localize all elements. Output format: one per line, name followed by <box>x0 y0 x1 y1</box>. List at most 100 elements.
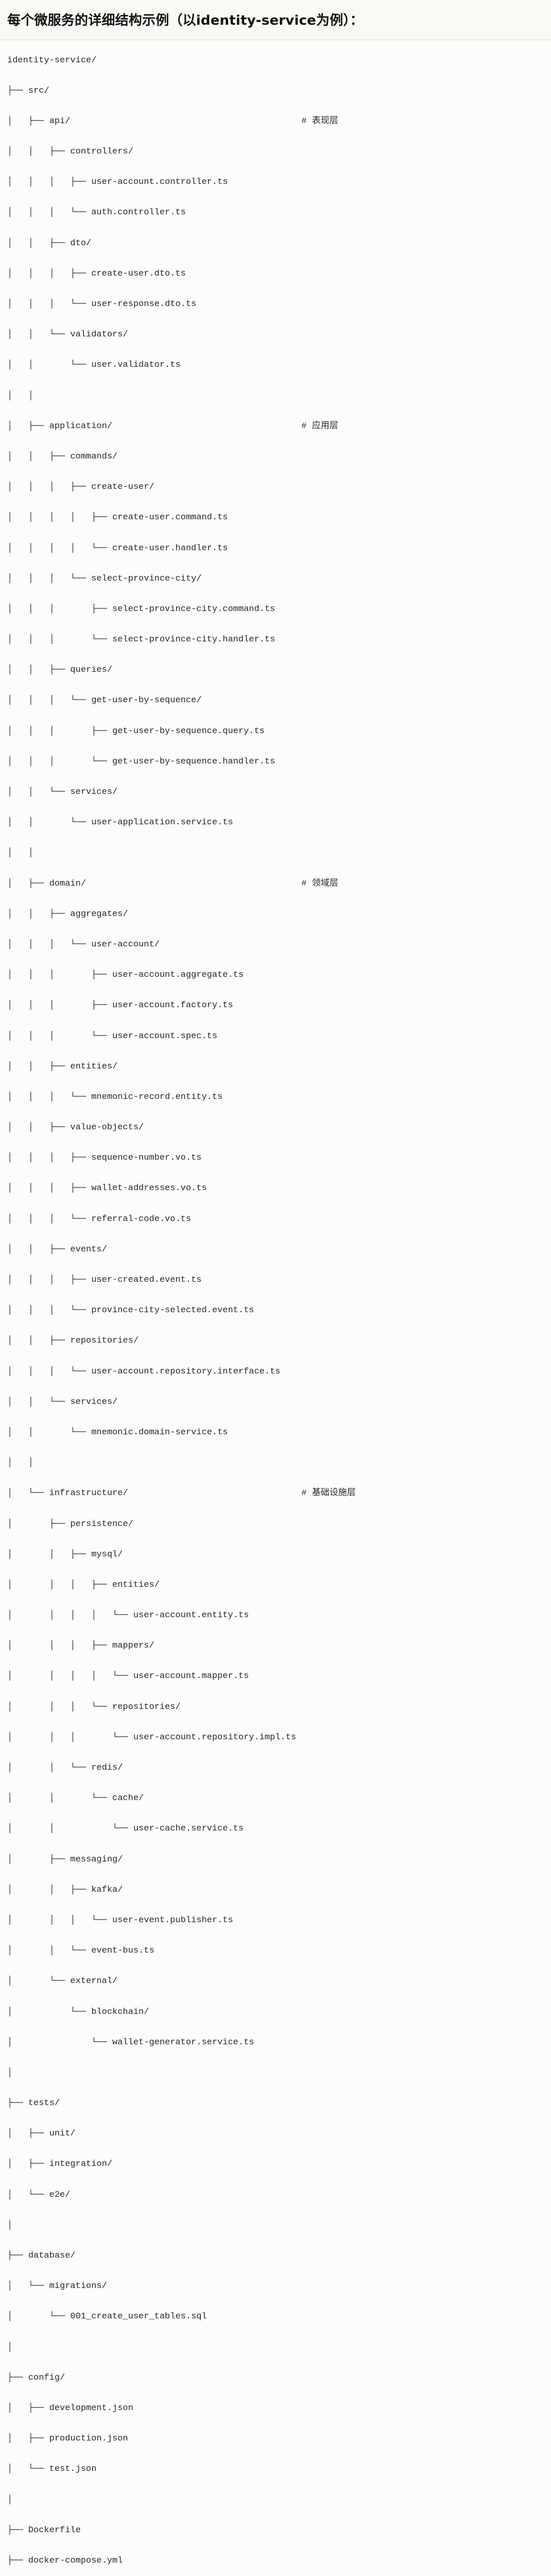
tree-line-path: │ ├── domain/ <box>7 879 86 889</box>
tree-line-path: │ │ │ ├── get-user-by-sequence.query.ts <box>7 726 265 736</box>
tree-line-path: │ │ └── services/ <box>7 1397 117 1407</box>
tree-line-path: │ │ │ ├── select-province-city.command.t… <box>7 604 275 614</box>
tree-line: │ │ └── services/ <box>7 1395 544 1410</box>
tree-line-path: │ │ │ ├── sequence-number.vo.ts <box>7 1153 201 1163</box>
tree-line: │ └── infrastructure/ # 基础设施层 <box>7 1486 544 1501</box>
tree-line: │ │ │ ├── user-account.controller.ts <box>7 175 544 190</box>
tree-line: │ │ │ └── user-event.publisher.ts <box>7 1913 544 1928</box>
tree-line: ├── tests/ <box>7 2096 544 2111</box>
tree-line-path: │ │ <box>7 1458 33 1468</box>
tree-line: │ │ └── redis/ <box>7 1761 544 1776</box>
tree-line: │ │ ├── mysql/ <box>7 1548 544 1563</box>
tree-line-path: │ │ ├── controllers/ <box>7 147 133 157</box>
tree-line-path: │ ├── api/ <box>7 116 70 126</box>
tree-line-path: ├── docker-compose.yml <box>7 2556 123 2566</box>
tree-line-path: │ │ └── cache/ <box>7 1793 144 1803</box>
tree-line-path: │ │ <box>7 848 33 858</box>
tree-line: │ ├── api/ # 表现层 <box>7 114 544 129</box>
tree-line-path: ├── src/ <box>7 86 49 96</box>
tree-line: │ └── wallet-generator.service.ts <box>7 2036 544 2050</box>
tree-line-path: │ │ │ └── repositories/ <box>7 1702 181 1712</box>
tree-line: │ │ ├── events/ <box>7 1243 544 1258</box>
tree-line: │ │ │ └── repositories/ <box>7 1700 544 1715</box>
tree-line-path: │ ├── application/ <box>7 421 112 431</box>
tree-line-comment: # 应用层 <box>112 421 338 431</box>
tree-line-path: ├── Dockerfile <box>7 2526 81 2535</box>
tree-line: identity-service/ <box>7 54 544 69</box>
tree-line: │ <box>7 2493 544 2508</box>
tree-line-path: │ │ │ │ ├── create-user.command.ts <box>7 513 228 522</box>
tree-line: │ │ ├── dto/ <box>7 236 544 251</box>
tree-line-path: │ │ │ ├── create-user/ <box>7 482 154 492</box>
tree-line-path: │ │ <box>7 391 33 401</box>
tree-line: │ └── 001_create_user_tables.sql <box>7 2310 544 2325</box>
tree-line: │ <box>7 2218 544 2233</box>
tree-line: │ │ │ └── user-response.dto.ts <box>7 297 544 312</box>
tree-line-path: │ <box>7 2343 12 2352</box>
tree-line: │ ├── production.json <box>7 2432 544 2447</box>
tree-line-path: │ │ │ └── user-response.dto.ts <box>7 299 196 309</box>
tree-line-path: │ │ │ ├── user-account.controller.ts <box>7 177 228 187</box>
tree-line-path: │ │ │ └── referral-code.vo.ts <box>7 1214 191 1224</box>
tree-line: │ │ │ └── user-account/ <box>7 938 544 953</box>
tree-line: │ │ │ ├── create-user.dto.ts <box>7 267 544 282</box>
tree-line-path: │ │ │ └── mnemonic-record.entity.ts <box>7 1092 222 1102</box>
tree-line-path: │ │ ├── aggregates/ <box>7 909 128 919</box>
tree-line-comment: # 表现层 <box>70 116 338 126</box>
tree-line-path: │ │ └── user.validator.ts <box>7 360 181 370</box>
tree-line-path: │ │ │ └── select-province-city/ <box>7 574 201 584</box>
tree-line-path: │ │ ├── dto/ <box>7 239 91 248</box>
tree-line: │ │ └── user.validator.ts <box>7 358 544 373</box>
tree-line-path: │ │ │ └── user-account.repository.impl.t… <box>7 1733 296 1742</box>
tree-line: │ │ │ └── auth.controller.ts <box>7 206 544 221</box>
tree-line: │ │ │ ├── sequence-number.vo.ts <box>7 1151 544 1166</box>
tree-line: │ │ │ └── user-account.spec.ts <box>7 1029 544 1044</box>
tree-line-path: │ <box>7 2068 12 2078</box>
tree-line: ├── docker-compose.yml <box>7 2554 544 2569</box>
directory-tree: identity-service/ ├── src/ │ ├── api/ # … <box>7 54 544 2576</box>
tree-line-path: ├── database/ <box>7 2251 76 2261</box>
tree-line-path: │ │ └── mnemonic.domain-service.ts <box>7 1428 228 1437</box>
tree-line: │ └── blockchain/ <box>7 2005 544 2020</box>
tree-line: │ │ │ ├── create-user/ <box>7 480 544 495</box>
tree-line: │ │ │ └── get-user-by-sequence.handler.t… <box>7 755 544 770</box>
tree-line: │ ├── integration/ <box>7 2157 544 2172</box>
tree-line-path: │ │ │ └── get-user-by-sequence.handler.t… <box>7 757 275 767</box>
tree-line: ├── config/ <box>7 2371 544 2386</box>
tree-line: │ ├── development.json <box>7 2401 544 2416</box>
tree-line: │ │ <box>7 389 544 404</box>
tree-line: ├── Dockerfile <box>7 2523 544 2538</box>
tree-line-path: │ └── external/ <box>7 1976 117 1986</box>
tree-line-path: │ │ │ │ └── create-user.handler.ts <box>7 544 228 553</box>
tree-line: │ │ │ │ ├── create-user.command.ts <box>7 511 544 526</box>
tree-line-path: │ │ ├── events/ <box>7 1245 107 1255</box>
tree-line: │ │ └── validators/ <box>7 328 544 343</box>
tree-line-path: │ │ ├── commands/ <box>7 452 117 462</box>
tree-line: │ │ ├── aggregates/ <box>7 907 544 922</box>
tree-line-path: │ │ ├── queries/ <box>7 665 112 675</box>
tree-line-path: │ │ │ ├── user-account.factory.ts <box>7 1001 233 1010</box>
tree-line: │ │ │ ├── wallet-addresses.vo.ts <box>7 1181 544 1196</box>
tree-line: │ │ ├── kafka/ <box>7 1883 544 1898</box>
tree-line-path: │ ├── persistence/ <box>7 1519 133 1529</box>
directory-tree-band: identity-service/ ├── src/ │ ├── api/ # … <box>0 40 551 2576</box>
tree-line: │ ├── unit/ <box>7 2127 544 2142</box>
tree-line: │ │ │ ├── user-account.aggregate.ts <box>7 968 544 983</box>
tree-line: ├── src/ <box>7 84 544 99</box>
tree-line-path: │ └── test.json <box>7 2464 96 2474</box>
directory-tree-body: identity-service/ ├── src/ │ ├── api/ # … <box>7 54 544 2576</box>
tree-line-path: │ │ │ ├── user-account.aggregate.ts <box>7 970 244 980</box>
tree-line-path: │ └── e2e/ <box>7 2190 70 2200</box>
tree-line-path: │ │ ├── kafka/ <box>7 1885 123 1895</box>
page-title: 每个微服务的详细结构示例（以identity-service为例）： <box>7 12 544 29</box>
tree-line: │ │ │ └── referral-code.vo.ts <box>7 1212 544 1227</box>
tree-line: │ │ │ ├── entities/ <box>7 1578 544 1593</box>
tree-line: ├── database/ <box>7 2249 544 2264</box>
tree-line-path: │ │ │ └── user-event.publisher.ts <box>7 1916 233 1925</box>
tree-line-path: │ <box>7 2221 12 2230</box>
tree-line-path: │ │ ├── entities/ <box>7 1062 117 1072</box>
tree-line-path: │ └── blockchain/ <box>7 2007 149 2017</box>
tree-line-path: │ │ └── validators/ <box>7 330 128 340</box>
tree-line: │ │ │ └── select-province-city/ <box>7 572 544 587</box>
